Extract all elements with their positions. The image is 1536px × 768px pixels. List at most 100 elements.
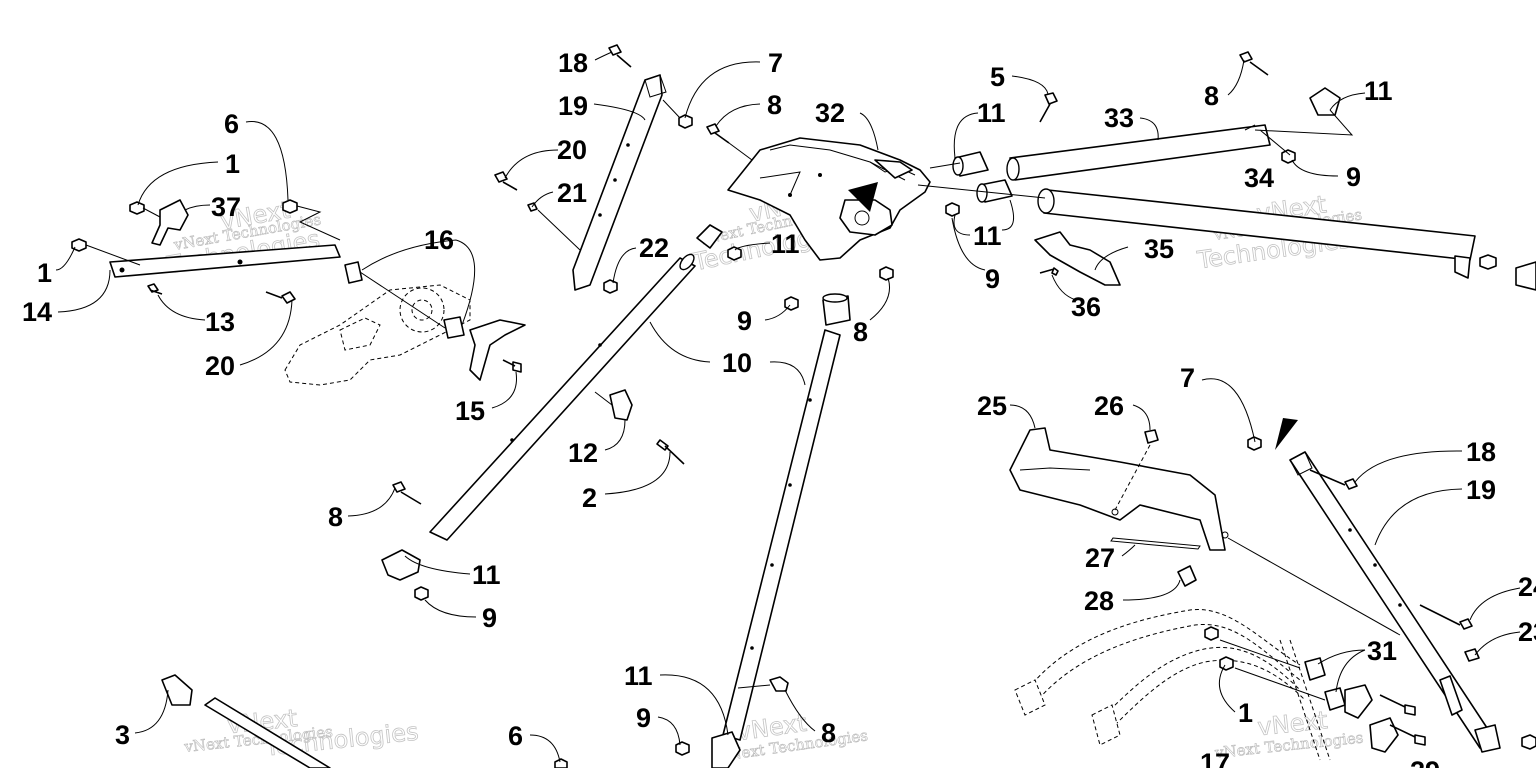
callout-13: 13 (205, 307, 235, 337)
callout-20: 20 (205, 351, 235, 381)
callout-1: 1 (1238, 698, 1253, 728)
bracket-15 (469, 319, 526, 381)
part-right-edge-c (1521, 734, 1536, 750)
callout-8: 8 (328, 502, 343, 532)
bracket-14 (109, 244, 341, 278)
bolt-20b (494, 171, 518, 191)
dashed-mount-plate (284, 284, 471, 386)
callout-8: 8 (767, 90, 782, 120)
callout-11: 11 (973, 221, 1002, 251)
callout-9: 9 (636, 703, 651, 733)
nut-9f (1281, 149, 1296, 164)
steering-head-32 (727, 137, 931, 261)
clamp-31a (1344, 684, 1373, 719)
callout-18: 18 (1466, 437, 1496, 467)
callout-32: 32 (815, 98, 845, 128)
callout-29: 29 (1410, 756, 1440, 768)
nut-11-mid (727, 246, 742, 261)
clamp-11f (711, 731, 741, 768)
strap-19-top (494, 44, 753, 294)
callout-12: 12 (568, 438, 598, 468)
callout-27: 27 (1085, 543, 1115, 573)
callout-21: 21 (557, 178, 587, 208)
pin-36 (1039, 267, 1059, 276)
leader-lines (55, 51, 1521, 763)
spacer-31a (1304, 657, 1326, 681)
nut-1d (1219, 656, 1234, 671)
callout-7: 7 (768, 48, 783, 78)
callout-19: 19 (558, 91, 588, 121)
bolt-18b (1309, 469, 1358, 490)
bolt-8e (769, 676, 789, 692)
callout-8: 8 (853, 317, 868, 347)
callout-2: 2 (582, 483, 597, 513)
callout-1: 1 (37, 258, 52, 288)
callout-11: 11 (1364, 76, 1393, 106)
callout-11: 11 (977, 98, 1006, 128)
tube-10-left (381, 224, 723, 601)
callout-7: 7 (1180, 363, 1195, 393)
bolt-8f (1239, 51, 1269, 76)
callout-10: 10 (722, 348, 752, 378)
callout-25: 25 (977, 391, 1007, 421)
rail-bottom-left (204, 697, 331, 768)
clamp-31b (1369, 717, 1399, 753)
nut-22 (603, 279, 618, 294)
callout-11: 11 (472, 560, 501, 590)
callout-35: 35 (1144, 234, 1174, 264)
callout-24: 24 (1518, 572, 1536, 602)
callout-23: 23 (1518, 617, 1536, 647)
callout-28: 28 (1084, 586, 1114, 616)
clamp-37 (151, 199, 189, 246)
callout-9: 9 (737, 306, 752, 336)
left-upper-assembly (71, 199, 526, 386)
clip-12 (609, 389, 633, 421)
callout-31: 31 (1367, 636, 1397, 666)
callout-15: 15 (455, 396, 485, 426)
callout-17: 17 (1200, 748, 1230, 768)
nut-9d (945, 202, 960, 217)
callout-14: 14 (22, 297, 52, 327)
callout-8: 8 (821, 718, 836, 748)
callout-3: 3 (115, 720, 130, 750)
callout-20: 20 (557, 135, 587, 165)
callout-33: 33 (1104, 103, 1134, 133)
nut-7a (678, 114, 693, 129)
nut-6b (554, 758, 568, 768)
callout-9: 9 (985, 264, 1000, 294)
bracket-25 (1009, 427, 1229, 551)
callout-34: 34 (1244, 163, 1274, 193)
bolt-5 (1039, 92, 1058, 123)
tube-34 (1037, 188, 1476, 279)
nut-8b (879, 266, 894, 281)
callout-9: 9 (482, 603, 497, 633)
callout-8: 8 (1204, 81, 1219, 111)
clamp-11g (1309, 87, 1341, 116)
nut-1a (129, 201, 145, 215)
bracket-35 (1034, 231, 1121, 286)
callout-5: 5 (990, 62, 1005, 92)
bolt-18a (608, 44, 632, 68)
nut-1c (1204, 626, 1219, 641)
clamp-11a (381, 549, 421, 581)
callout-11: 11 (771, 229, 800, 259)
nut-6 (282, 199, 298, 214)
bolt-15 (502, 359, 522, 373)
bolt-8c (392, 481, 422, 505)
spacer-16b (443, 316, 465, 339)
part-right-edge-a (1479, 254, 1497, 270)
nut-9e (675, 741, 690, 756)
callout-6: 6 (508, 721, 523, 751)
callout-18: 18 (558, 48, 588, 78)
callout-6: 6 (224, 109, 239, 139)
strap-19-right (1289, 451, 1501, 753)
clip-28 (1177, 565, 1197, 587)
callout-9: 9 (1346, 162, 1361, 192)
callout-11: 11 (624, 661, 653, 691)
bolt-20 (265, 291, 296, 304)
dashed-cable-harness (1014, 609, 1331, 761)
callout-26: 26 (1094, 391, 1124, 421)
part-right-edge-b (1515, 261, 1536, 291)
bolt-13 (147, 283, 163, 295)
